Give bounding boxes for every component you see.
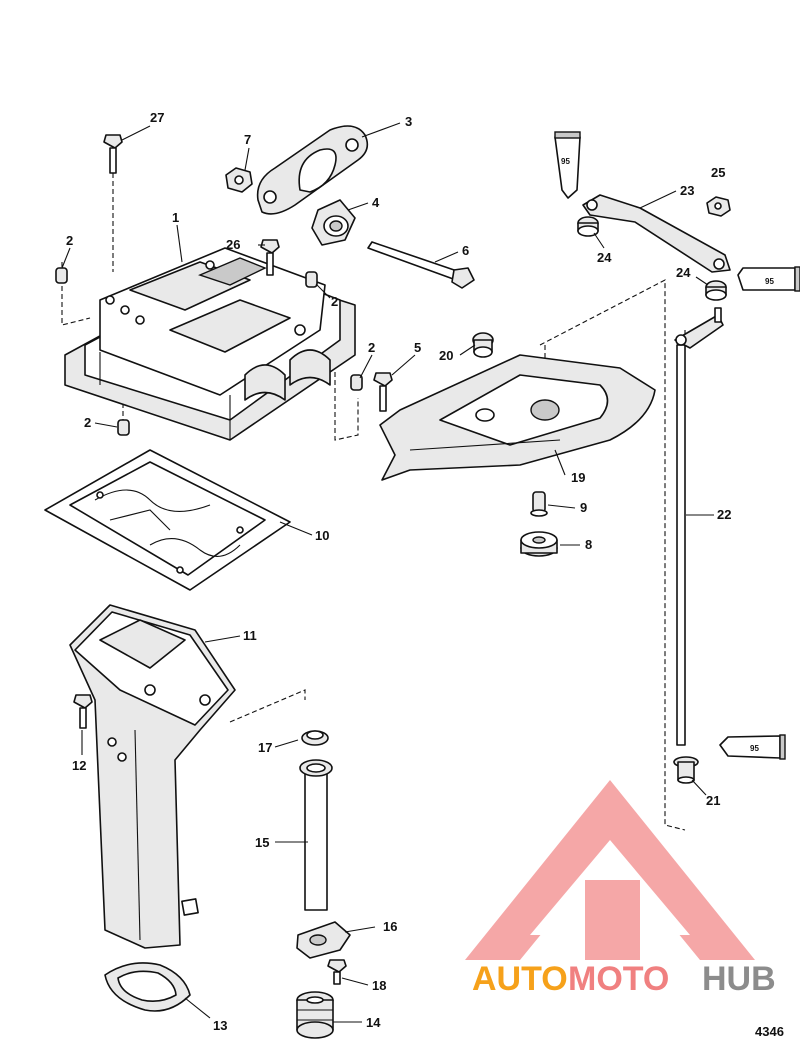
callout-26: 26 bbox=[226, 237, 240, 252]
part-24-bushing-a bbox=[577, 216, 599, 237]
callout-2-right: 2 bbox=[331, 294, 338, 309]
part-14-seal-grommet bbox=[296, 991, 334, 1039]
callout-18: 18 bbox=[372, 978, 386, 993]
part-4-bushing bbox=[311, 199, 356, 246]
callout-23: 23 bbox=[680, 183, 694, 198]
callout-4: 4 bbox=[372, 195, 380, 210]
part-24-bushing-b bbox=[705, 280, 727, 301]
callout-19: 19 bbox=[571, 470, 585, 485]
tube-label-3: 95 bbox=[750, 744, 759, 753]
callout-27: 27 bbox=[150, 110, 164, 125]
part-11-driveshaft-housing bbox=[69, 604, 236, 949]
callout-11: 11 bbox=[243, 628, 257, 643]
lubricant-tube-2: 95 bbox=[737, 266, 800, 292]
bolts bbox=[73, 134, 393, 985]
callout-7: 7 bbox=[244, 132, 251, 147]
callout-14: 14 bbox=[366, 1015, 381, 1030]
part-20-grommet bbox=[472, 332, 494, 358]
part-22-shift-rod bbox=[674, 307, 724, 746]
watermark-hub: HUB bbox=[702, 960, 776, 998]
part-8-washer bbox=[520, 531, 558, 557]
part-15-water-tube bbox=[299, 759, 333, 911]
callout-24-upper: 24 bbox=[597, 250, 612, 265]
callout-16: 16 bbox=[383, 919, 397, 934]
callout-8: 8 bbox=[585, 537, 592, 552]
part-3-bracket bbox=[256, 125, 369, 215]
part-6-long-bolt bbox=[367, 241, 475, 289]
callout-12: 12 bbox=[72, 758, 86, 773]
part-7-nut bbox=[225, 167, 253, 193]
watermark-moto: MOTO bbox=[568, 960, 669, 998]
lubricant-tube-3: 95 bbox=[719, 734, 786, 760]
callout-3: 3 bbox=[405, 114, 412, 129]
callout-17: 17 bbox=[258, 740, 272, 755]
part-23-shift-lever bbox=[582, 194, 731, 273]
callout-15: 15 bbox=[255, 835, 269, 850]
callout-2-lower-right: 2 bbox=[368, 340, 375, 355]
callout-21: 21 bbox=[706, 793, 720, 808]
part-2-dowel-pins bbox=[55, 267, 363, 436]
part-1-adaptor-plate bbox=[64, 247, 356, 441]
callout-13: 13 bbox=[213, 1018, 227, 1033]
part-13-seal bbox=[104, 962, 191, 1012]
callout-22: 22 bbox=[717, 507, 731, 522]
callout-24-right: 24 bbox=[676, 265, 691, 280]
callout-20: 20 bbox=[439, 348, 453, 363]
watermark-logo bbox=[465, 780, 755, 960]
part-17-grommet bbox=[301, 730, 329, 746]
callout-6: 6 bbox=[462, 243, 469, 258]
watermark-text: AUTO MOTO HUB bbox=[472, 960, 776, 998]
lubricant-tube-1: 95 bbox=[554, 131, 581, 199]
part-21-bushing bbox=[673, 756, 699, 784]
part-9-pin bbox=[530, 491, 548, 517]
watermark-auto: AUTO bbox=[472, 960, 568, 998]
leader-lines bbox=[61, 122, 714, 1023]
callout-numbers: 1 2 2 2 2 3 4 5 6 7 8 9 10 11 12 13 14 1… bbox=[66, 110, 731, 1033]
callout-2-top-left: 2 bbox=[66, 233, 73, 248]
part-16-tube-holder bbox=[296, 921, 351, 959]
tube-label-1: 95 bbox=[561, 157, 570, 166]
callout-10: 10 bbox=[315, 528, 329, 543]
callout-25: 25 bbox=[711, 165, 725, 180]
part-25-nut bbox=[706, 196, 731, 217]
part-10-gasket bbox=[44, 449, 291, 591]
part-19-shift-plate bbox=[379, 354, 656, 481]
callout-2-bottom-left: 2 bbox=[84, 415, 91, 430]
tube-label-2: 95 bbox=[765, 277, 774, 286]
figure-number: 4346 bbox=[755, 1024, 784, 1039]
callout-1: 1 bbox=[172, 210, 179, 225]
callout-9: 9 bbox=[580, 500, 587, 515]
callout-5: 5 bbox=[414, 340, 421, 355]
